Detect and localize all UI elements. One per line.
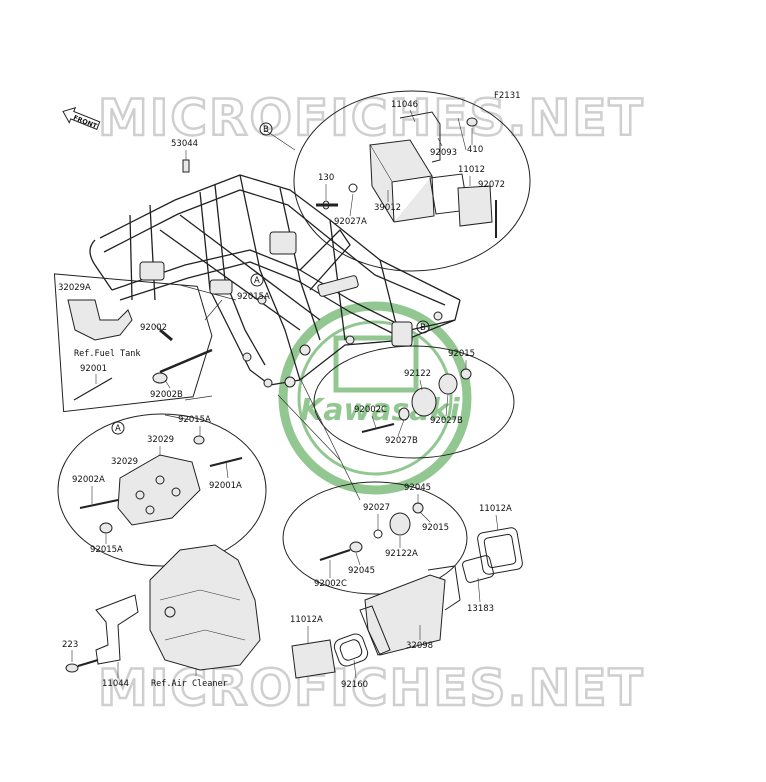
- label-11012: 11012: [458, 165, 485, 175]
- bracket-32029-parts: [79, 435, 243, 534]
- label-leaders: [71, 109, 499, 679]
- air-duct-32098-parts: [291, 527, 523, 679]
- label-32098: 32098: [406, 641, 433, 651]
- label-92093: 92093: [430, 148, 457, 158]
- front-arrow-icon: FRONT: [62, 106, 101, 131]
- label-92045-bottom: 92045: [348, 566, 375, 576]
- label-13183: 13183: [467, 604, 494, 614]
- battery-box-parts: [316, 111, 497, 238]
- ref-air-cleaner: Ref.Air Cleaner: [151, 679, 228, 689]
- label-130: 130: [318, 173, 334, 183]
- label-92002: 92002: [140, 323, 167, 333]
- label-223: 223: [62, 640, 78, 650]
- label-92015-lower: 92015: [422, 523, 449, 533]
- label-92001: 92001: [80, 364, 107, 374]
- label-92160: 92160: [341, 680, 368, 690]
- kawasaki-logo-watermark: Kawasaki: [278, 301, 472, 495]
- figure-code: F2131: [494, 91, 521, 101]
- air-cleaner-housing-parts: [65, 544, 261, 673]
- label-32029-b: 32029: [111, 457, 138, 467]
- label-92122: 92122: [404, 369, 431, 379]
- label-11012a-right: 11012A: [479, 504, 512, 514]
- label-92122a: 92122A: [385, 549, 418, 559]
- label-92002a: 92002A: [72, 475, 105, 485]
- callout-a-2: A: [111, 421, 125, 435]
- svg-text:B: B: [263, 125, 269, 135]
- label-92027a: 92027A: [334, 217, 367, 227]
- label-92001a: 92001A: [209, 481, 242, 491]
- label-92015a-bottom: 92015A: [90, 545, 123, 555]
- label-92002c-right: 92002C: [354, 405, 387, 415]
- frame-assembly: [89, 174, 461, 388]
- label-53044: 53044: [171, 139, 198, 149]
- part-labels: 11046 410 92093 130 39012 11012 92072 92…: [58, 100, 512, 690]
- label-11046: 11046: [391, 100, 418, 110]
- watermark-bottom: MICROFICHES.NET: [98, 659, 645, 717]
- svg-text:A: A: [254, 276, 260, 286]
- label-92015-right: 92015: [448, 349, 475, 359]
- svg-text:B: B: [420, 323, 426, 333]
- label-32029a: 32029A: [58, 283, 91, 293]
- leader-lines: [164, 129, 361, 501]
- label-92045-top: 92045: [404, 483, 431, 493]
- label-32029: 32029: [147, 435, 174, 445]
- label-11044: 11044: [102, 679, 129, 689]
- watermark-top: MICROFICHES.NET: [98, 89, 645, 147]
- label-92027: 92027: [363, 503, 390, 513]
- bushing-92122-parts: [361, 368, 472, 433]
- callout-b-2: B: [259, 122, 273, 136]
- label-92002b: 92002B: [150, 390, 183, 400]
- label-92027b-left: 92027B: [385, 436, 418, 446]
- label-92015a-frame: 92015A: [237, 292, 270, 302]
- group-outlines: [53, 90, 531, 595]
- callout-b-1: B: [416, 320, 430, 334]
- label-39012: 39012: [374, 203, 401, 213]
- svg-text:A: A: [115, 424, 121, 434]
- label-92072: 92072: [478, 180, 505, 190]
- callout-a-1: A: [250, 273, 264, 287]
- label-92015a-top: 92015A: [178, 415, 211, 425]
- ref-fuel-tank: Ref.Fuel Tank: [74, 349, 141, 359]
- label-92027b-right: 92027B: [430, 416, 463, 426]
- bracket-32029a-parts: [67, 299, 213, 401]
- label-11012a-left: 11012A: [290, 615, 323, 625]
- part-53044-shape: [182, 159, 190, 173]
- label-92002c-lower: 92002C: [314, 579, 347, 589]
- label-410: 410: [467, 145, 483, 155]
